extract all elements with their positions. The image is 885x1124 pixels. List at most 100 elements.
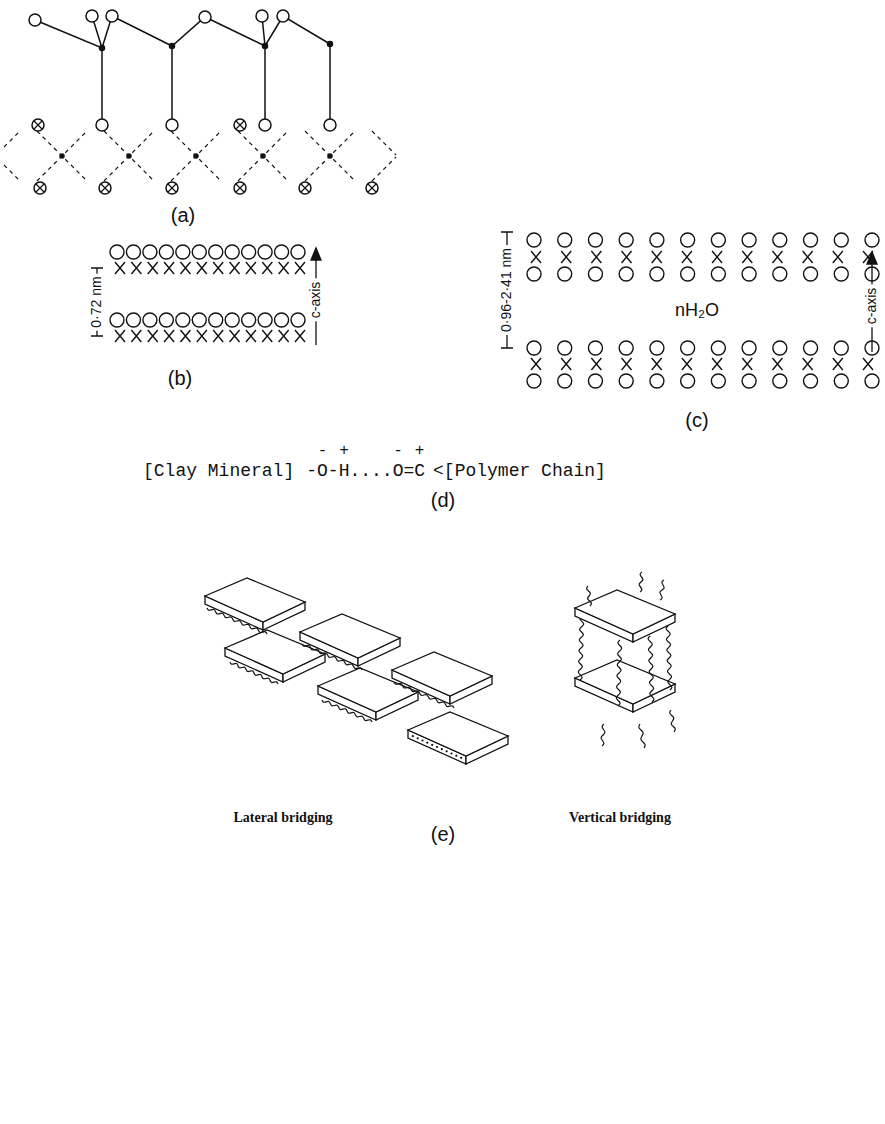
caption-label: Lateral bridging (233, 810, 332, 825)
oxygen-symbol (558, 233, 572, 247)
oxygen-symbol (291, 313, 305, 327)
oxygen-symbol (176, 313, 190, 327)
hydroxyl-symbol (99, 182, 111, 194)
cation-symbol (180, 262, 190, 274)
spacing-dimension (501, 232, 877, 352)
oxygen-symbol (711, 233, 725, 247)
clay-platelet (205, 578, 305, 630)
oxygen-symbol (619, 341, 633, 355)
oxygen-symbol (126, 313, 140, 327)
oxygen-symbol (773, 267, 787, 281)
octahedral-lattice (4, 131, 396, 181)
hydroxyl-symbol (234, 119, 246, 131)
oxygen-symbol (209, 245, 223, 259)
oxygen-atom (199, 11, 211, 23)
cation-symbol (803, 358, 813, 370)
oxygen-symbol (711, 267, 725, 281)
oxygen-symbol (742, 374, 756, 388)
charge-sign: - (318, 443, 328, 461)
oxygen-symbol (209, 313, 223, 327)
panel-label: (e) (431, 823, 455, 845)
oxygen-symbol (650, 341, 664, 355)
cation-symbol (262, 330, 272, 342)
polymer-chain (394, 682, 454, 708)
polymer-chain (302, 644, 362, 670)
cation-symbol (803, 251, 813, 263)
cation-symbol (561, 358, 571, 370)
oxygen-symbol (275, 313, 289, 327)
dimension-label: 0·72 nm (89, 273, 104, 330)
oxygen-symbol (527, 233, 541, 247)
silicon-atom (100, 46, 105, 51)
cation-symbol (246, 330, 256, 342)
cation-symbol (591, 251, 601, 263)
oxygen-symbol (834, 341, 848, 355)
caption-label: Vertical bridging (569, 810, 671, 825)
oxygen-atom (86, 10, 98, 22)
panel-label: (c) (685, 409, 708, 431)
oxygen-symbol (126, 245, 140, 259)
oxygen-atom (324, 119, 336, 131)
oxygen-symbol (865, 233, 879, 247)
cation-symbol (262, 262, 272, 274)
spacing-dimension (91, 248, 321, 345)
clay-platelet (575, 660, 675, 712)
cation-symbol (863, 358, 873, 370)
oxygen-symbol (110, 313, 124, 327)
cation-symbol (652, 251, 662, 263)
polymer-chain (639, 572, 643, 592)
oxygen-symbol (588, 374, 602, 388)
cation-symbol (772, 251, 782, 263)
hydroxyl-symbol (366, 182, 378, 194)
cation-symbol (115, 262, 125, 274)
oxygen-symbol (588, 341, 602, 355)
oxygen-symbol (834, 233, 848, 247)
water-label: nH₂O (675, 301, 719, 321)
oxygen-symbol (865, 267, 879, 281)
polymer-chain (230, 662, 278, 684)
oxygen-symbol (192, 245, 206, 259)
oxygen-atom (259, 119, 271, 131)
clay-platelet (575, 590, 675, 642)
hydroxyl-symbol (234, 182, 246, 194)
oxygen-symbol (143, 245, 157, 259)
oxygen-symbol (527, 267, 541, 281)
oxygen-symbol (291, 245, 305, 259)
cation-symbol (295, 330, 305, 342)
oxygen-symbol (834, 374, 848, 388)
cation-symbol (712, 358, 722, 370)
oxygen-symbol (804, 341, 818, 355)
cation-symbol (279, 330, 289, 342)
oxygen-symbol (176, 245, 190, 259)
oxygen-symbol (258, 313, 272, 327)
oxygen-symbol (242, 245, 256, 259)
axis-label: c-axis (864, 285, 879, 328)
oxygen-symbol (742, 267, 756, 281)
polymer-chain (207, 608, 267, 634)
oxygen-symbol (865, 341, 879, 355)
oxygen-symbol (225, 245, 239, 259)
polymer-chain (648, 636, 654, 702)
polymer-chain (616, 640, 621, 706)
cation-dot (328, 154, 332, 158)
cation-symbol (742, 358, 752, 370)
cation-symbol (213, 330, 223, 342)
bond-text: <[Polymer Chain] (433, 462, 606, 482)
oxygen-symbol (804, 267, 818, 281)
oxygen-symbol (773, 374, 787, 388)
clay-platelet (300, 614, 400, 666)
hydroxyl-symbol (299, 182, 311, 194)
panel-label: (b) (168, 367, 192, 389)
cation-dot (194, 154, 198, 158)
cation-symbol (295, 262, 305, 274)
cation-symbol (131, 262, 141, 274)
cation-symbol (863, 251, 873, 263)
oxygen-symbol (242, 313, 256, 327)
oxygen-symbol (773, 341, 787, 355)
oxygen-symbol (619, 267, 633, 281)
cation-dot (60, 154, 64, 158)
cation-symbol (164, 262, 174, 274)
cation-symbol (148, 262, 158, 274)
oxygen-atom (256, 10, 268, 22)
